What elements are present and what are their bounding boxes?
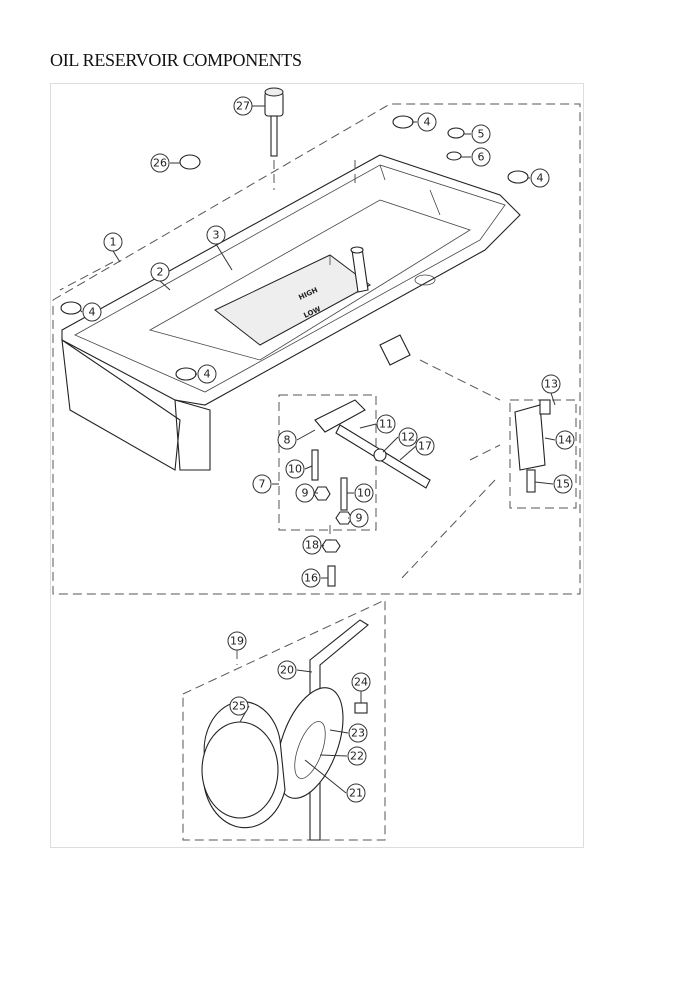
grommet-4c (60, 301, 82, 315)
nut-18 (321, 539, 341, 553)
svg-text:11: 11 (379, 418, 393, 431)
callout-13: 13 (541, 374, 561, 394)
svg-text:14: 14 (558, 434, 572, 447)
callout-10: 10 (285, 459, 305, 479)
svg-text:12: 12 (401, 431, 415, 444)
callout-10: 10 (354, 483, 374, 503)
diagram-frame (50, 83, 584, 848)
svg-text:22: 22 (350, 750, 364, 763)
grommet-4b (507, 170, 529, 184)
assembly-boundary-upper (52, 103, 581, 595)
svg-text:20: 20 (280, 664, 294, 677)
callout-19: 19 (227, 631, 247, 651)
callout-2: 2 (150, 262, 170, 282)
svg-text:4: 4 (204, 368, 211, 381)
valve-assembly (311, 399, 431, 525)
sight-glass-assembly (201, 619, 369, 841)
svg-text:25: 25 (232, 700, 246, 713)
callout-5: 5 (471, 124, 491, 144)
callout-9: 9 (349, 508, 369, 528)
svg-text:13: 13 (544, 378, 558, 391)
svg-text:24: 24 (354, 676, 368, 689)
page-title: OIL RESERVOIR COMPONENTS (50, 50, 302, 70)
callout-26: 26 (150, 153, 170, 173)
oil-pan: HIGH LOW (61, 154, 521, 471)
callout-14: 14 (555, 430, 575, 450)
svg-text:10: 10 (288, 463, 302, 476)
callout-18: 18 (302, 535, 322, 555)
callout-1: 1 (103, 232, 123, 252)
callout-4: 4 (417, 112, 437, 132)
svg-text:18: 18 (305, 539, 319, 552)
callout-24: 24 (351, 672, 371, 692)
svg-text:9: 9 (356, 512, 363, 525)
svg-text:10: 10 (357, 487, 371, 500)
setscrew-16 (327, 565, 336, 587)
callout-23: 23 (348, 723, 368, 743)
sub-assembly-boundary-valve (278, 394, 377, 531)
callout-3: 3 (206, 225, 226, 245)
assembly-boundary-lower (182, 599, 386, 841)
callout-7: 7 (252, 474, 272, 494)
callout-20: 20 (277, 660, 297, 680)
callout-16: 16 (301, 568, 321, 588)
svg-text:26: 26 (153, 157, 167, 170)
callout-6: 6 (471, 147, 491, 167)
svg-text:27: 27 (236, 100, 250, 113)
svg-text:4: 4 (537, 172, 544, 185)
callout-8: 8 (277, 430, 297, 450)
grommet-4a (392, 115, 414, 129)
leader-lines (79, 105, 556, 794)
svg-text:7: 7 (259, 478, 266, 491)
grommet-4d (175, 367, 197, 381)
svg-text:1: 1 (110, 236, 117, 249)
clamp-block (514, 399, 551, 493)
svg-text:23: 23 (351, 727, 365, 740)
callout-22: 22 (347, 746, 367, 766)
svg-text:6: 6 (478, 151, 485, 164)
callouts: 27 26 4 5 6 4 1 3 2 4 4 13 14 15 11 12 1… (82, 96, 575, 803)
explosion-lines (59, 160, 501, 665)
callout-4: 4 (530, 168, 550, 188)
callout-27: 27 (233, 96, 253, 116)
svg-text:2: 2 (157, 266, 164, 279)
svg-text:3: 3 (213, 229, 220, 242)
callout-11: 11 (376, 414, 396, 434)
svg-text:21: 21 (349, 787, 363, 800)
svg-text:4: 4 (89, 306, 96, 319)
svg-text:19: 19 (230, 635, 244, 648)
plug-27 (264, 87, 284, 157)
callout-12: 12 (398, 427, 418, 447)
callout-21: 21 (346, 783, 366, 803)
washer-6 (446, 151, 462, 161)
svg-text:9: 9 (302, 487, 309, 500)
svg-text:5: 5 (478, 128, 485, 141)
screw-5 (447, 127, 465, 139)
svg-text:17: 17 (418, 440, 432, 453)
callout-4: 4 (82, 302, 102, 322)
callout-15: 15 (553, 474, 573, 494)
svg-text:15: 15 (556, 478, 570, 491)
callout-4: 4 (197, 364, 217, 384)
callout-9: 9 (295, 483, 315, 503)
callout-17: 17 (415, 436, 435, 456)
callout-25: 25 (229, 696, 249, 716)
cap-26 (179, 154, 201, 170)
svg-text:4: 4 (424, 116, 431, 129)
svg-text:8: 8 (284, 434, 291, 447)
svg-text:16: 16 (304, 572, 318, 585)
